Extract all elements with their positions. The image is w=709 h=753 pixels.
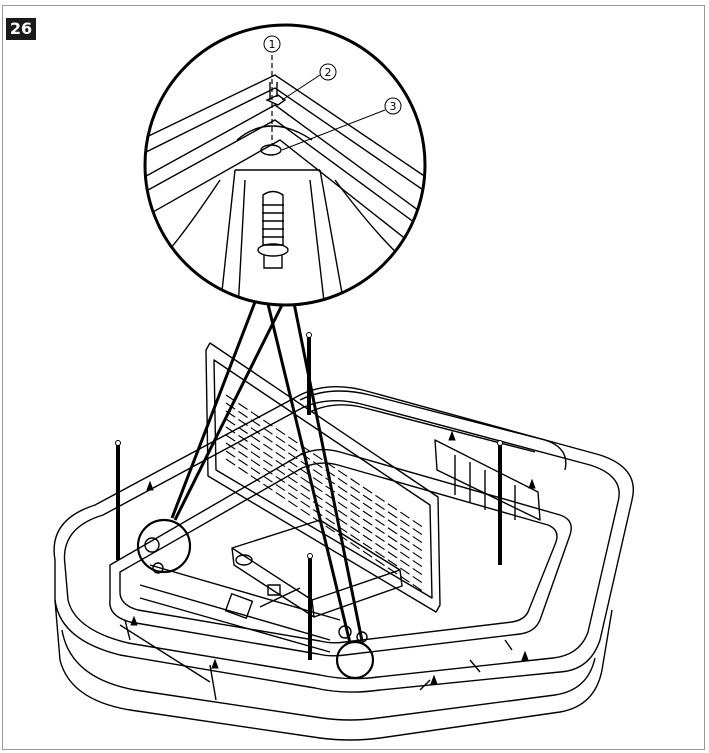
threaded-rods bbox=[116, 337, 502, 660]
callout-2: 2 bbox=[319, 63, 337, 81]
device-housing bbox=[53, 342, 634, 741]
rod-tips bbox=[115, 332, 503, 559]
detail-circles bbox=[136, 518, 375, 680]
callout-3: 3 bbox=[384, 97, 402, 115]
callout-2-label: 2 bbox=[325, 66, 332, 79]
callout-1-label: 1 bbox=[269, 38, 276, 51]
leader-lines bbox=[170, 301, 364, 644]
figure-frame bbox=[2, 5, 705, 750]
callout-3-label: 3 bbox=[390, 100, 397, 113]
mounting-clips bbox=[130, 430, 536, 685]
magnifier-inset bbox=[143, 23, 427, 307]
callout-1: 1 bbox=[263, 35, 281, 53]
step-number-badge: 26 bbox=[6, 18, 36, 40]
